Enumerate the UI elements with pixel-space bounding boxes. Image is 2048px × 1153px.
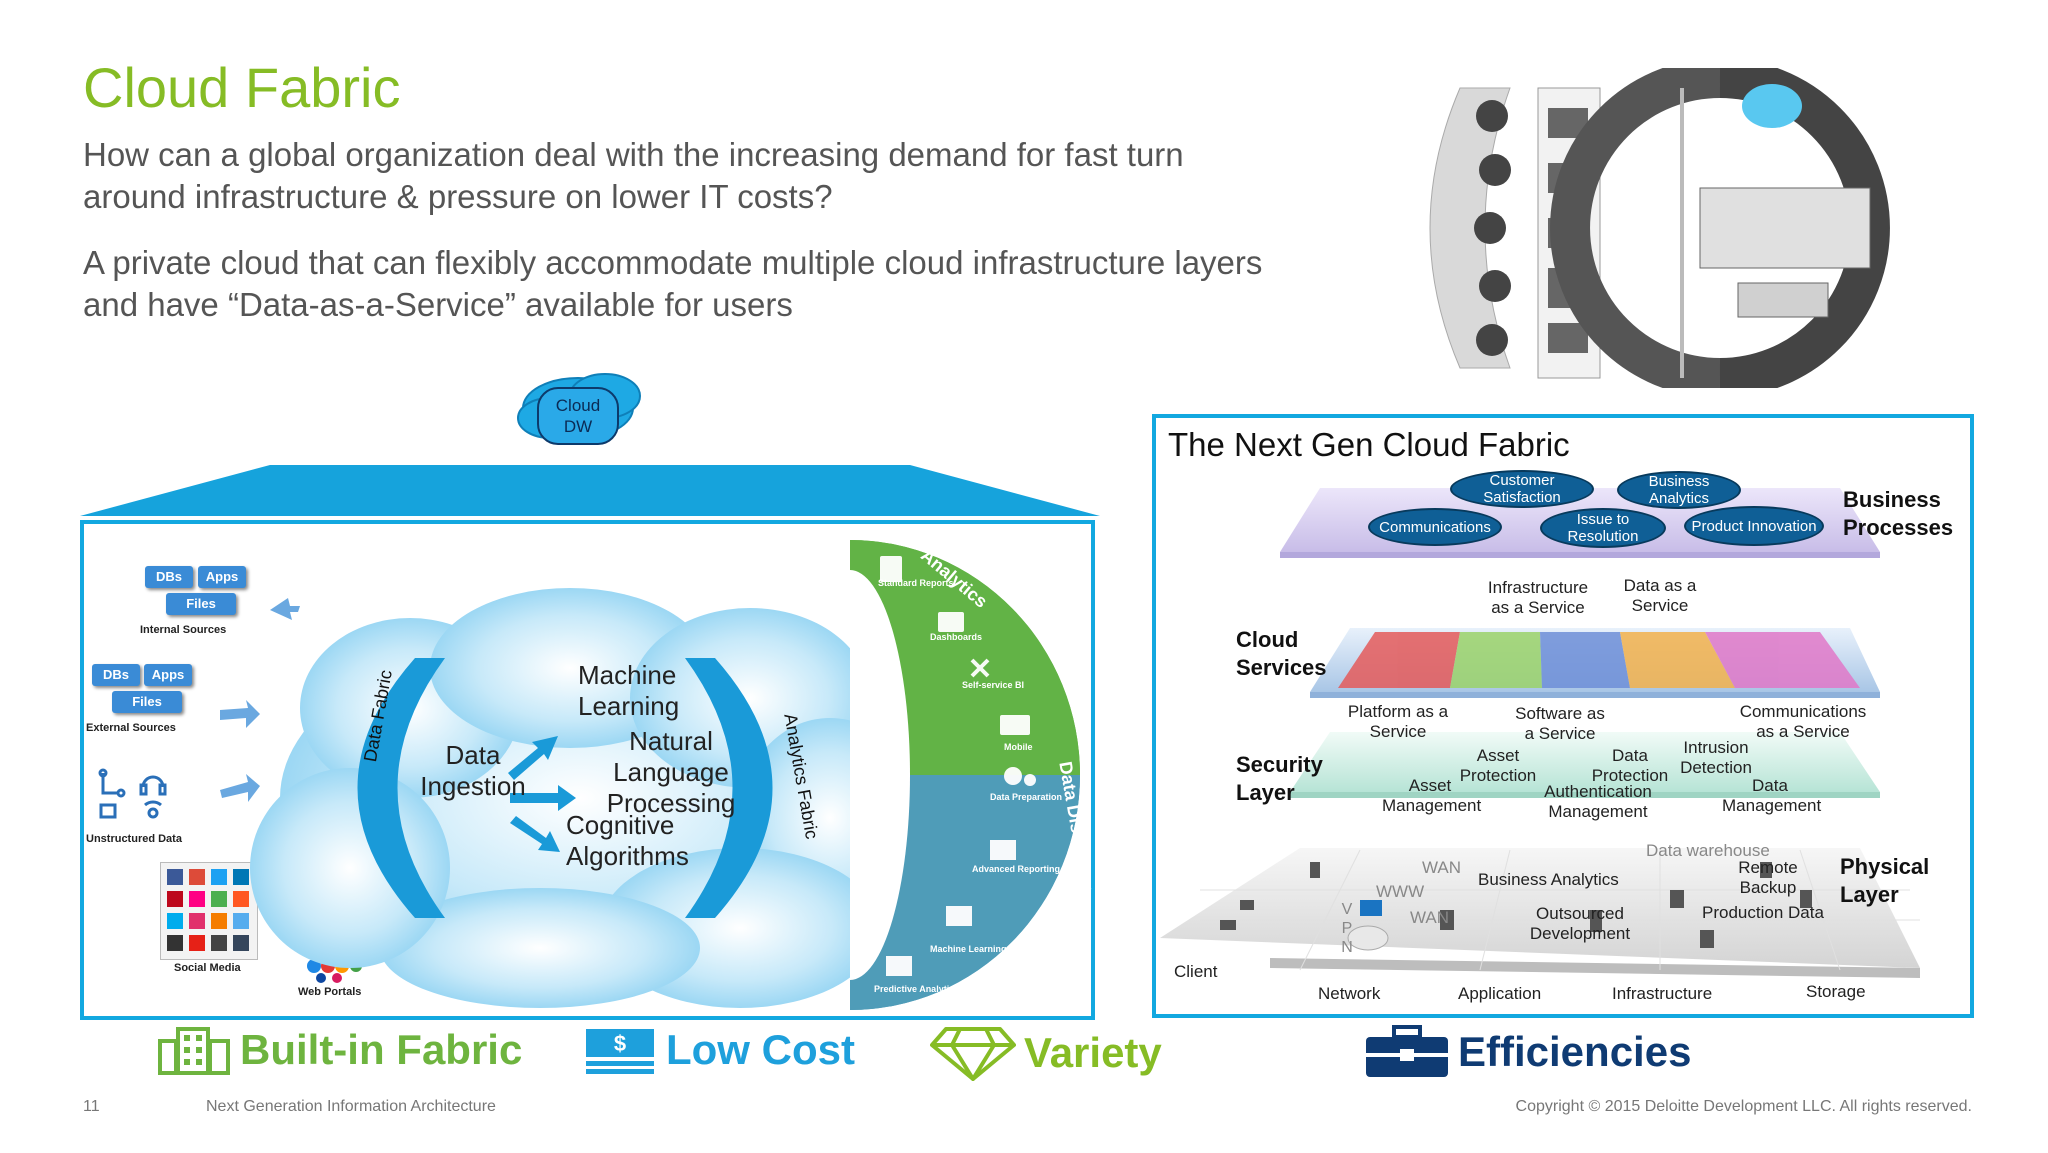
arc-item-adv-reporting: Advanced Reporting [972,864,1061,874]
building-icon [158,1027,230,1075]
www-label: WWW [1376,882,1425,901]
arc-item-data-prep: Data Preparation [990,792,1063,802]
money-icon: $ [586,1029,654,1074]
thumbnail-diagram: Data Fabric Analytics [1420,58,1980,398]
client-label: Client [1174,962,1218,981]
benefit-efficiencies: Efficiencies [1364,1025,1691,1079]
application-label: Application [1458,984,1542,1003]
vpn-label: V P N [1341,901,1353,956]
external-sources-label: External Sources [86,722,176,734]
page-number: 11 [83,1098,100,1115]
variety-label: Variety [1024,1029,1162,1076]
oval-product-innovation: Product Innovation [1684,506,1824,546]
dbs-box: DBs [145,566,193,588]
business-analytics-physical: Business Analytics [1478,870,1619,889]
analytics-ring-fill [850,540,1080,1010]
arc-item-standard-reports: Standard Reports [878,578,954,588]
files-box: Files [166,593,236,615]
storage-label: Storage [1806,982,1866,1001]
infrastructure-label: Infrastructure [1612,984,1713,1003]
machine-learning-label: Machine Learning [578,660,680,721]
built-in-fabric-label: Built-in Fabric [240,1026,523,1073]
arc-item-machine-learning: Machine Learning [930,944,1007,954]
data-warehouse-label: Data warehouse [1646,841,1770,860]
physical-layer-label: Physical Layer [1840,854,1930,907]
asset-protection-label: Asset Protection [1459,746,1537,785]
efficiencies-label: Efficiencies [1458,1028,1692,1075]
arc-item-self-service: Self-service BI [962,680,1025,690]
arc-item-dashboards: Dashboards [930,632,983,642]
wan-label-1: WAN [1422,858,1462,877]
internal-sources-label: Internal Sources [140,624,227,636]
low-cost-label: Low Cost [666,1026,855,1073]
data-ingestion-label: Data Ingestion [420,740,526,801]
web-portals-label: Web Portals [298,986,362,998]
cloud-dw-label: Cloud DW [555,396,601,436]
security-layer-label: Security Layer [1236,752,1323,805]
next-gen-title: The Next Gen Cloud Fabric [1168,426,1570,463]
oval-communications: Communications [1368,508,1502,546]
iaas-label: Infrastructure as a Service [1487,578,1589,617]
page-title: Cloud Fabric [83,56,401,119]
apps-box: Apps [198,566,246,588]
benefit-variety: Variety [930,1025,1162,1081]
cloud-dw-roof [80,370,1100,520]
social-media-label: Social Media [174,962,241,974]
cognitive-label: Cognitive Algorithms [566,810,689,871]
daas-label: Data as a Service [1623,576,1697,615]
arc-item-mobile: Mobile [1004,742,1033,752]
business-processes-label: Business Processes [1843,487,1954,540]
thumb-data-fabric: Data Fabric [1619,221,1650,279]
footer-section: Next Generation Information Architecture [206,1098,496,1115]
data-protection-label: Data Protection [1591,746,1669,785]
social-media-grid [160,862,258,960]
diamond-icon [930,1027,1016,1081]
benefit-built-in-fabric: Built-in Fabric [156,1025,522,1075]
benefit-low-cost: $ Low Cost [582,1025,855,1075]
outsourced-development-label: Outsourced Development [1529,904,1631,943]
fabric-cloud [240,588,920,1008]
saas-label: Software as a Service [1515,704,1605,743]
unstructured-label: Unstructured Data [86,833,182,845]
remote-backup-label: Remote Backup [1738,858,1798,897]
dbs-box-external: DBs [92,664,140,686]
authentication-management-label: Authentication Management [1544,782,1652,821]
wan-label-2: WAN [1410,908,1450,927]
network-label: Network [1318,984,1381,1003]
oval-business-analytics: Business Analytics [1617,471,1741,509]
thumb-analytics: Analytics [1938,121,1980,159]
unstructured-icons [95,765,175,825]
nlp-label: Natural Language Processing [606,726,736,818]
data-management-label: Data Management [1722,776,1822,815]
answer-text: A private cloud that can flexibly accomm… [83,244,1263,323]
svg-text:$: $ [614,1031,626,1056]
apps-box-external: Apps [144,664,192,686]
files-box-external: Files [112,691,182,713]
asset-management-label: Asset Management [1382,776,1482,815]
arc-item-predictive: Predictive Analytics [874,984,960,994]
oval-issue-to-resolution: Issue to Resolution [1540,508,1666,548]
footer-copyright: Copyright © 2015 Deloitte Development LL… [1515,1098,1972,1115]
intrusion-detection-label: Intrusion Detection [1680,738,1752,777]
oval-customer-satisfaction: Customer Satisfaction [1450,470,1594,508]
toolbox-icon [1366,1025,1448,1077]
layers-graphic [1160,470,1970,990]
question-text: How can a global organization deal with … [83,136,1184,215]
paas-label: Platform as a Service [1347,702,1449,741]
production-data-label: Production Data [1702,903,1824,922]
caas-label: Communications as a Service [1739,702,1867,741]
cloud-services-label: Cloud Services [1236,627,1327,680]
